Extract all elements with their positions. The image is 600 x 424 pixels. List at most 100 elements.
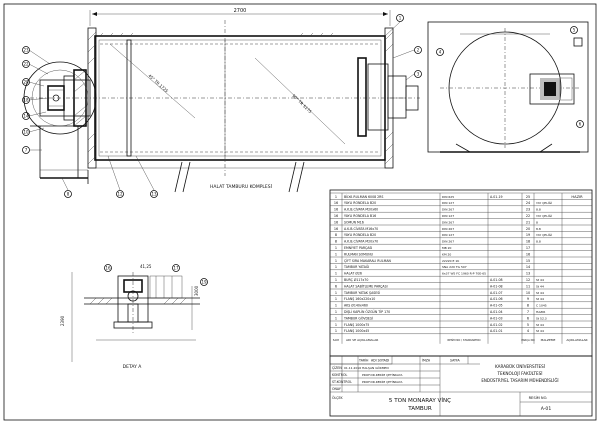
tb-title-main: 5 TON MONARAY VİNÇ xyxy=(389,397,451,404)
row-name: EMNİYET PARÇASI xyxy=(344,245,372,250)
tb-role: ÇİZEN xyxy=(332,365,342,370)
row-name: BURÇ Ø117x70 xyxy=(344,277,368,282)
row-name: ÇİFT SIRA MAKARALI RULMAN xyxy=(344,258,392,263)
row-name: FLANŞ 1000x45 xyxy=(344,329,369,333)
row-drawing-no: A-01-06 xyxy=(490,297,503,301)
row-qty: 1 xyxy=(335,316,337,320)
row-qty: 8 xyxy=(335,233,337,237)
side-view: 4 5 6 xyxy=(427,21,589,153)
row-part-no: 23 xyxy=(526,208,530,212)
row-name: RULMAN SOMUNU xyxy=(344,252,374,256)
row-part-no: 25 xyxy=(526,195,530,199)
row-part-no: 7 xyxy=(527,310,529,314)
row-qty: 1 xyxy=(335,323,337,327)
tb-role: KONTROL xyxy=(332,373,347,377)
table-row: 1 BİLYA RULMAN 6008 2RS DIN 625 A-01-19 25 xyxy=(335,194,530,199)
svg-text:17: 17 xyxy=(173,266,179,271)
row-material: 8.8 xyxy=(536,208,541,212)
row-standard: MB 20 xyxy=(442,246,452,250)
row-drawing-no: A-01-02 xyxy=(490,323,503,327)
svg-text:12: 12 xyxy=(117,192,123,197)
row-standard: DIN 267 xyxy=(442,220,454,224)
row-name: AKS Ø140x460 xyxy=(344,303,368,308)
row-part-no: 16 xyxy=(526,252,530,256)
row-name: HALAT Ø26 xyxy=(344,271,362,276)
assembly-label: HALAT TAMBURU KOMPLESİ xyxy=(210,183,272,190)
row-material: St 44 xyxy=(536,297,544,301)
part-balloons: 1 2 3 23 22 20 18 14 10 7 8 12 13 xyxy=(22,14,422,198)
row-standard: DIN 267 xyxy=(442,240,454,244)
row-qty: 1 xyxy=(335,195,337,199)
row-material: St 44 xyxy=(536,323,544,327)
row-qty: 16 xyxy=(334,201,338,205)
tb-drawing-no: A-01 xyxy=(541,406,552,412)
tb-person: PROF.DR.KERİM ÇETİNKAYA xyxy=(362,372,403,377)
row-name: BİLYA RULMAN 6008 2RS xyxy=(344,194,383,199)
svg-text:14: 14 xyxy=(23,114,29,119)
row-part-no: 18 xyxy=(526,240,530,244)
tb-person: PROF.DR.KERİM ÇETİNKAYA xyxy=(362,379,403,384)
right-coupling xyxy=(357,57,419,137)
tb-header-name: ADI SOYADI xyxy=(371,359,389,363)
row-qty: 16 xyxy=(334,227,338,231)
footer-col-name: ADI VE AÇIKLAMALAR xyxy=(346,338,378,342)
row-part-no: 13 xyxy=(526,272,530,276)
footer-col-part: PARÇA NO xyxy=(521,338,534,342)
detail-label: DETAY A xyxy=(123,364,143,370)
row-standard: DIN 127 xyxy=(442,201,454,205)
tb-scale-label: ÖLÇEK xyxy=(332,395,344,400)
row-name: YAYLI RONDELA B16 xyxy=(344,214,376,218)
row-qty: 16 xyxy=(334,208,338,212)
svg-text:10: 10 xyxy=(23,130,29,135)
row-standard: DIN 267 xyxy=(442,227,454,231)
row-part-no: 10 xyxy=(526,291,530,295)
row-name: TAMBUR YATAĞI xyxy=(343,264,369,269)
svg-text:4: 4 xyxy=(439,50,442,55)
row-drawing-no: A-01-05 xyxy=(490,304,503,308)
rope-grooves xyxy=(99,32,334,37)
row-drawing-no: A-01-04 xyxy=(490,310,503,314)
sheet-border xyxy=(3,3,597,421)
svg-text:16: 16 xyxy=(105,266,111,271)
row-name: A.K.B.CİVATA M20x70 xyxy=(344,239,378,244)
row-part-no: 21 xyxy=(526,220,530,224)
detail-dim-right: 3000 xyxy=(194,285,199,296)
parts-header-ref: HAZIR xyxy=(571,195,583,199)
tb-faculty: TEKNOLOJİ FAKÜLTESİ xyxy=(496,371,542,376)
footer-col-material: MALZEME xyxy=(541,338,556,342)
row-qty: 1 xyxy=(335,278,337,282)
svg-text:6: 6 xyxy=(579,122,582,127)
row-standard: DIN 625 xyxy=(442,195,454,199)
row-drawing-no: A-01-01 xyxy=(490,329,503,333)
tb-header-sign: İMZA xyxy=(422,358,431,363)
svg-text:18: 18 xyxy=(23,98,29,103)
svg-text:23: 23 xyxy=(23,48,29,53)
footer-col-drawing: RESİM NO / STANDARTNO xyxy=(447,337,480,342)
row-material: YAY ÇELİĞİ xyxy=(536,232,552,237)
row-qty: 1 xyxy=(335,297,337,301)
row-qty: 16 xyxy=(334,214,338,218)
row-name: YAYLI RONDELA B20 xyxy=(344,233,376,237)
row-drawing-no: A-01-19 xyxy=(490,195,503,199)
detail-dim-left: 2390 xyxy=(60,315,65,326)
row-qty: 6 xyxy=(335,284,337,288)
row-qty: 1 xyxy=(335,272,337,276)
parts-list-table: HAZIR 1 BİLYA RULMAN 6008 2RS DIN 625 A-01-1… xyxy=(329,189,593,357)
svg-text:5: 5 xyxy=(573,28,576,33)
svg-text:8: 8 xyxy=(67,192,70,197)
row-qty: 1 xyxy=(335,291,337,295)
row-part-no: 5 xyxy=(527,323,529,327)
tb-sheet-label: SAYFA xyxy=(450,359,461,363)
